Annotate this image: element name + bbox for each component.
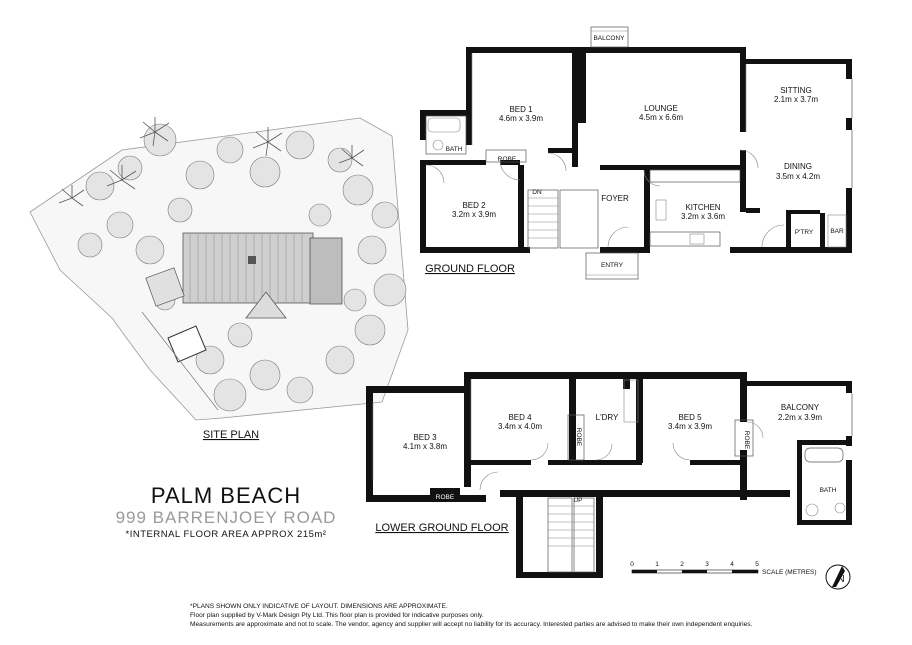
robe-label: ROBE [498, 156, 517, 163]
balcony-lg-label: BALCONY [781, 403, 820, 412]
robe-c-label: ROBE [436, 494, 455, 501]
bed2-label: BED 2 [462, 201, 486, 210]
property-title-block: PALM BEACH 999 BARRENJOEY ROAD *INTERNAL… [96, 484, 356, 541]
scale-tick-4: 4 [730, 561, 734, 568]
ground-floor-labels: BALCONY BED 1 4.6m x 3.9m FP LOUNGE 4.5m… [425, 35, 844, 275]
scale-bar: 0 1 2 3 4 5 SCALE (METRES) [630, 561, 816, 576]
ldry-label: L'DRY [596, 413, 619, 422]
bed5-size: 3.4m x 3.9m [668, 422, 712, 431]
ground-floor-plan: BALCONY BED 1 4.6m x 3.9m FP LOUNGE 4.5m… [420, 26, 853, 280]
scale-tick-2: 2 [680, 561, 684, 568]
dining-size: 3.5m x 4.2m [776, 172, 820, 181]
bed2-size: 3.2m x 3.9m [452, 210, 496, 219]
ptry-label: P'TRY [795, 229, 814, 236]
internal-floor-area: *INTERNAL FLOOR AREA APPROX 215m² [125, 529, 327, 540]
up-label: UP [573, 497, 582, 504]
entry-label: ENTRY [601, 262, 624, 269]
kitchen-size: 3.2m x 3.6m [681, 212, 725, 221]
scale-tick-3: 3 [705, 561, 709, 568]
property-name: PALM BEACH [150, 483, 302, 508]
robe-a-label: ROBE [575, 428, 582, 447]
bar-label: BAR [830, 228, 844, 235]
site-palm-trees [58, 117, 365, 207]
north-label: N [837, 574, 844, 585]
scale-tick-5: 5 [755, 561, 759, 568]
bed4-size: 3.4m x 4.0m [498, 422, 542, 431]
dn-label: DN [532, 189, 542, 196]
bath-lg-label: BATH [820, 487, 837, 494]
lower-ground-details [372, 379, 853, 573]
bed3-size: 4.1m x 3.8m [403, 442, 447, 451]
lower-ground-title: LOWER GROUND FLOOR [375, 522, 508, 534]
site-vegetation [77, 123, 407, 412]
sitting-size: 2.1m x 3.7m [774, 95, 818, 104]
site-plan-title: SITE PLAN [203, 429, 259, 441]
bed1-label: BED 1 [509, 105, 533, 114]
bath-label: BATH [446, 146, 463, 153]
bed5-label: BED 5 [678, 413, 702, 422]
lounge-label: LOUNGE [644, 104, 678, 113]
north-arrow-icon: N [825, 564, 851, 590]
foyer-label: FOYER [601, 194, 629, 203]
lower-ground-walls [366, 372, 852, 578]
bed1-size: 4.6m x 3.9m [499, 114, 543, 123]
disclaimer-notes: *PLANS SHOWN ONLY INDICATIVE OF LAYOUT. … [190, 602, 850, 629]
fp-label: FP [580, 109, 587, 117]
disclaimer-line-1: *PLANS SHOWN ONLY INDICATIVE OF LAYOUT. … [190, 603, 448, 610]
ground-floor-title: GROUND FLOOR [425, 263, 515, 275]
site-paving-edge [141, 311, 219, 411]
dining-label: DINING [784, 162, 812, 171]
lower-ground-floor-plan: BED 3 4.1m x 3.8m BED 4 3.4m x 4.0m ROBE… [366, 372, 853, 578]
site-house [145, 232, 343, 319]
balcony-lg-size: 2.2m x 3.9m [778, 413, 822, 422]
scale-label: SCALE (METRES) [762, 569, 817, 576]
site-plan: SITE PLAN [29, 117, 409, 441]
kitchen-label: KITCHEN [685, 203, 720, 212]
sitting-label: SITTING [780, 86, 812, 95]
disclaimer-line-3: Measurements are approximate and not to … [190, 621, 753, 628]
property-address: 999 BARRENJOEY ROAD [115, 508, 337, 527]
lounge-size: 4.5m x 6.6m [639, 113, 683, 122]
bed3-label: BED 3 [413, 433, 437, 442]
robe-b-label: ROBE [743, 431, 750, 450]
scale-tick-1: 1 [655, 561, 659, 568]
ground-floor-details [425, 26, 853, 280]
balcony-label: BALCONY [593, 35, 625, 42]
scale-tick-0: 0 [630, 561, 634, 568]
bed4-label: BED 4 [508, 413, 532, 422]
ground-floor-walls [420, 47, 852, 253]
lower-ground-labels: BED 3 4.1m x 3.8m BED 4 3.4m x 4.0m ROBE… [375, 403, 836, 534]
disclaimer-line-2: Floor plan supplied by V-Mark Design Pty… [190, 612, 484, 619]
